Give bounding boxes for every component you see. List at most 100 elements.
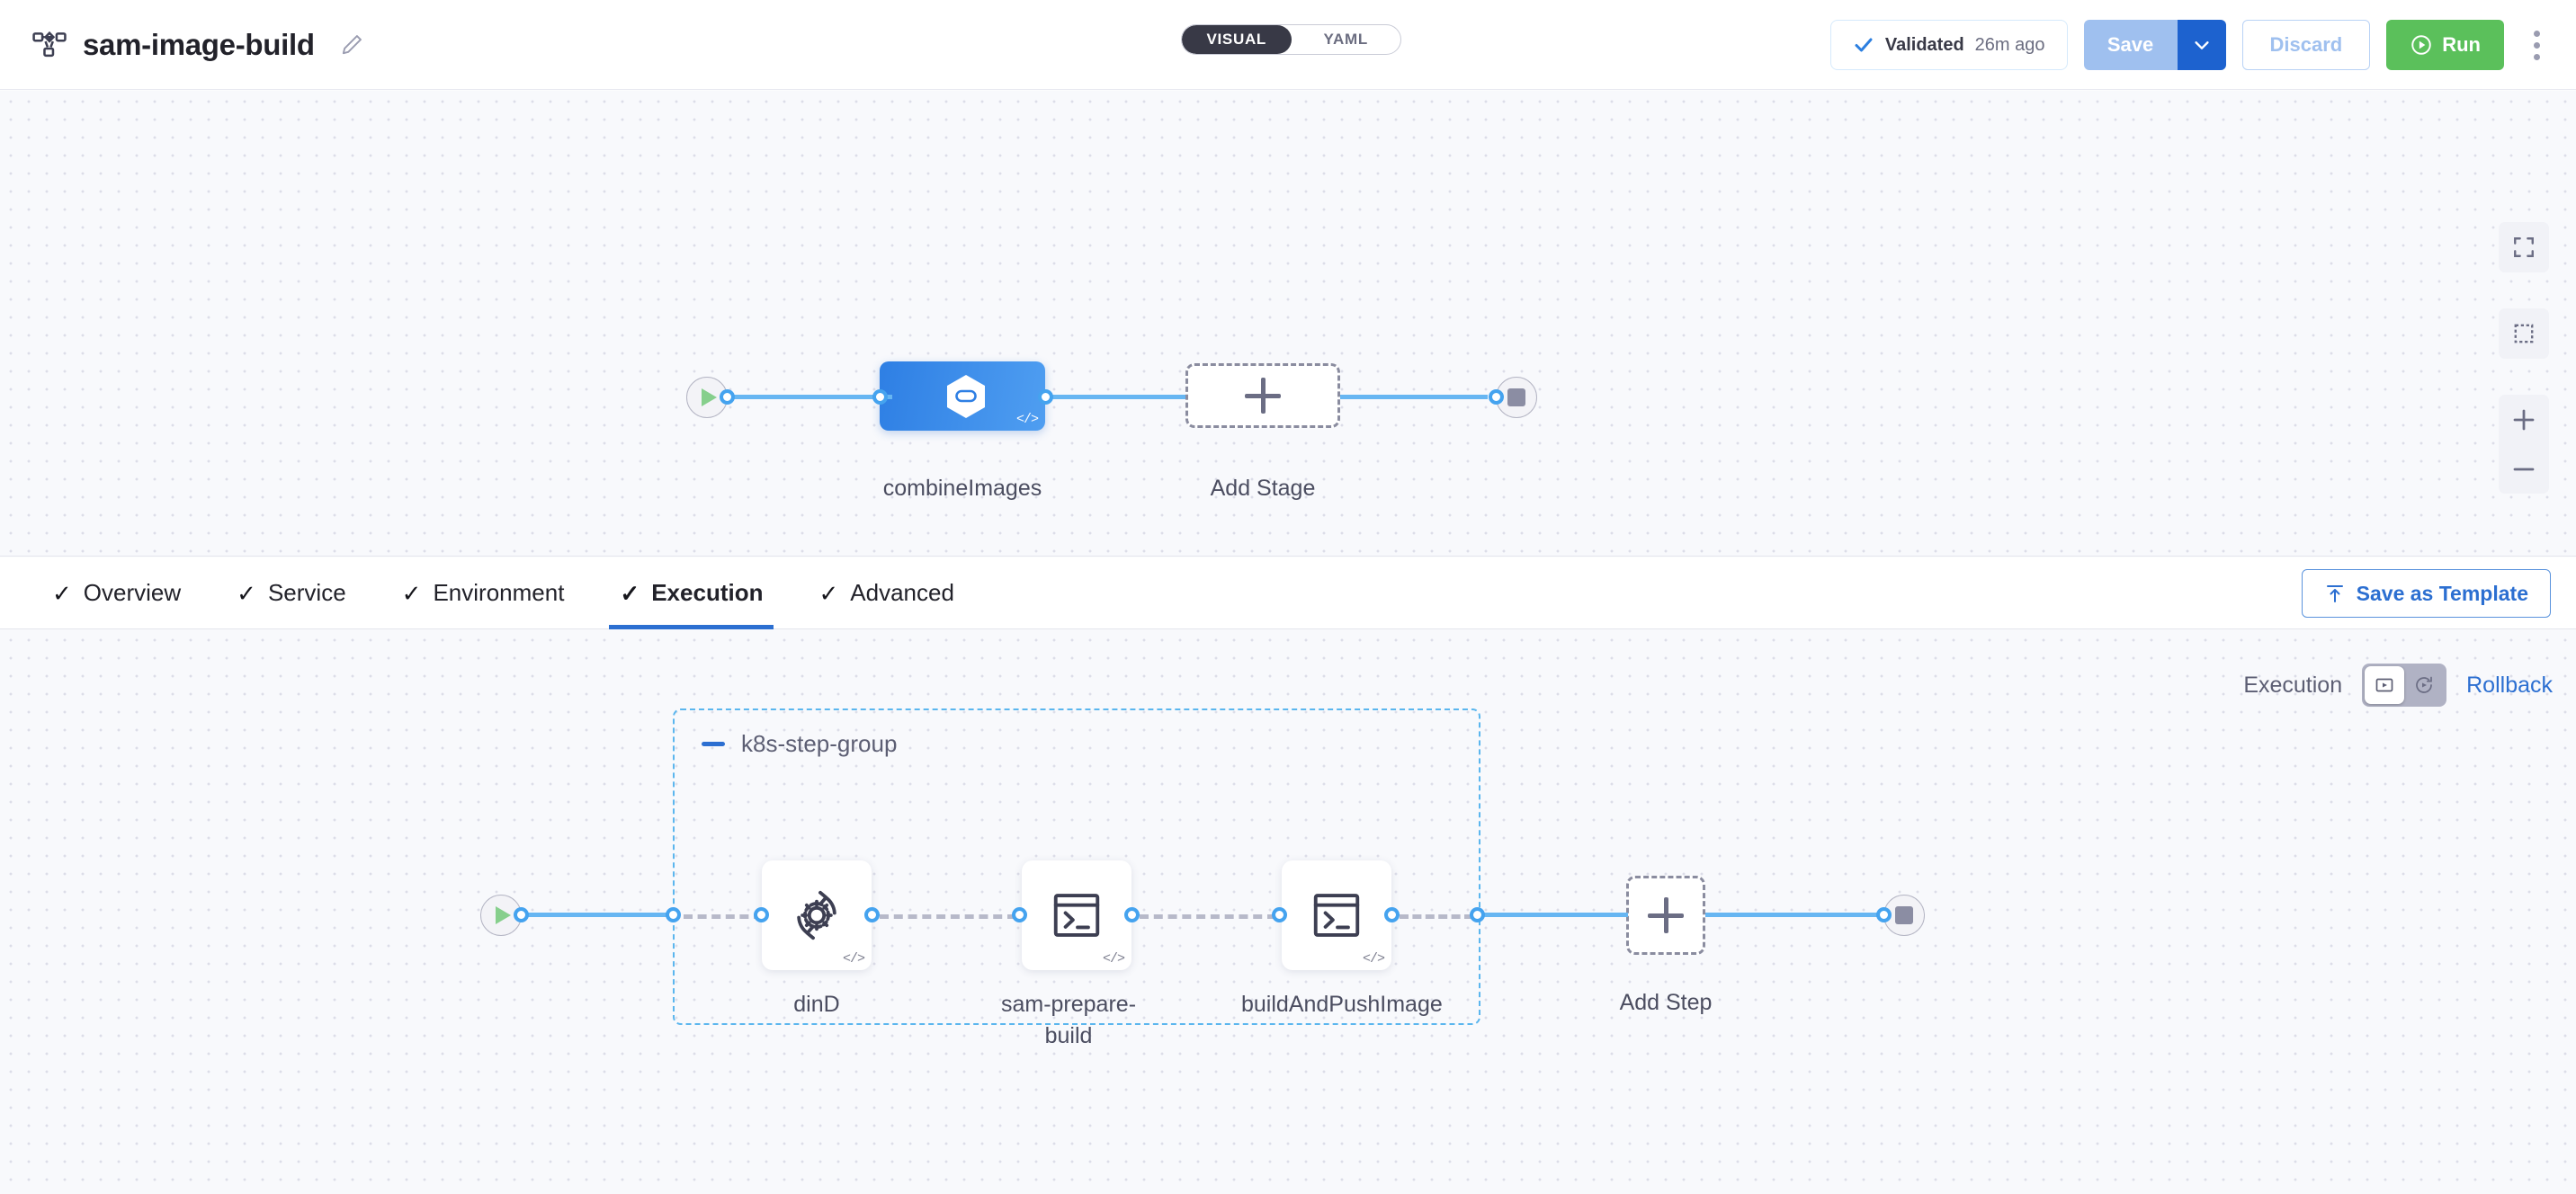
add-step-button[interactable] (1626, 876, 1705, 955)
tab-overview[interactable]: ✓ Overview (52, 557, 181, 629)
execution-rollback-toggle[interactable]: Execution Rollback (2243, 664, 2553, 707)
stage-tabbar: ✓ Overview ✓ Service ✓ Environment ✓ Exe… (0, 557, 2576, 629)
stage-canvas[interactable]: </> combineImages Add Stage (0, 91, 2576, 557)
check-icon (1853, 34, 1874, 56)
status-badge: Validated 26m ago (1829, 20, 2068, 70)
step-label-dind: dinD (793, 992, 840, 1017)
link-samprepare-to-buildandpush (1140, 914, 1276, 919)
save-split-button[interactable]: Save (2083, 20, 2226, 70)
stage-end-node[interactable] (1496, 377, 1537, 418)
gear-rotate-icon (797, 890, 836, 940)
tab-service[interactable]: ✓ Service (237, 557, 346, 629)
add-stage-label: Add Stage (1210, 476, 1316, 501)
stage-node-combineimages[interactable]: </> (880, 361, 1045, 431)
zoom-in-icon (2513, 409, 2535, 430)
step-group-label: k8s-step-group (741, 730, 898, 757)
terminal-shell-icon (1313, 894, 1360, 937)
add-stage-button[interactable] (1185, 363, 1340, 428)
execution-start-port[interactable] (514, 907, 529, 922)
dind-output-port[interactable] (864, 907, 880, 922)
group-exit-port[interactable] (1470, 907, 1485, 922)
run-button[interactable]: Run (2386, 20, 2504, 70)
app-header: sam-image-build VISUAL YAML Validated 26… (0, 0, 2576, 90)
stage-input-port[interactable] (872, 389, 888, 405)
link-group-to-addstep (1477, 913, 1628, 917)
link-dind-to-samprepare (880, 914, 1016, 919)
check-icon: ✓ (52, 579, 72, 607)
view-mode-visual[interactable]: VISUAL (1182, 25, 1292, 54)
dind-input-port[interactable] (754, 907, 769, 922)
fit-to-screen-button[interactable] (2499, 222, 2549, 272)
rollback-mode-button[interactable] (2404, 666, 2444, 704)
save-as-template-button[interactable]: Save as Template (2301, 569, 2551, 618)
run-label: Run (2442, 33, 2481, 56)
fit-to-screen-icon (2514, 237, 2534, 257)
execution-end-port[interactable] (1876, 907, 1892, 922)
stage-end-port[interactable] (1489, 389, 1504, 405)
step-label-buildandpushimage: buildAndPushImage (1241, 992, 1443, 1017)
stage-label: combineImages (882, 476, 1042, 501)
check-icon: ✓ (401, 579, 422, 607)
group-entry-port[interactable] (666, 907, 681, 922)
link-addstage-to-end (1340, 395, 1488, 399)
stage-output-port[interactable] (1038, 389, 1053, 405)
save-button[interactable]: Save (2083, 20, 2178, 70)
execution-mode-label: Execution (2243, 672, 2343, 698)
play-icon (496, 906, 511, 924)
rollback-replay-icon (2416, 676, 2432, 693)
save-dropdown-button[interactable] (2177, 20, 2226, 70)
minus-collapse-icon[interactable] (702, 742, 725, 746)
step-node-sam-prepare-build[interactable]: </> (1022, 860, 1131, 970)
samprepare-code-badge: </> (1102, 951, 1125, 967)
view-mode-yaml[interactable]: YAML (1323, 31, 1368, 48)
zoom-out-button[interactable] (2499, 444, 2549, 494)
tab-environment[interactable]: ✓ Environment (402, 557, 565, 629)
upload-template-icon (2326, 585, 2343, 602)
tab-label: Execution (651, 579, 764, 606)
step-label-sam-prepare-build: sam-prepare-build (1000, 992, 1137, 1048)
samprepare-input-port[interactable] (1012, 907, 1027, 922)
step-group-header[interactable]: k8s-step-group (702, 730, 897, 758)
mode-switch[interactable] (2362, 664, 2447, 707)
samprepare-output-port[interactable] (1124, 907, 1140, 922)
link-buildandpush-to-groupexit (1400, 914, 1473, 919)
select-area-button[interactable] (2499, 308, 2549, 359)
play-circle-icon (2411, 35, 2431, 55)
stage-start-port[interactable] (720, 389, 735, 405)
stop-icon (1507, 388, 1525, 406)
buildandpush-input-port[interactable] (1272, 907, 1287, 922)
play-icon (702, 388, 717, 406)
kebab-menu-icon[interactable] (2520, 30, 2553, 60)
zoom-out-icon (2513, 468, 2535, 470)
view-mode-toggle[interactable]: VISUAL YAML (1181, 24, 1401, 55)
execution-mode-button[interactable] (2365, 666, 2405, 704)
execution-play-box-icon (2375, 678, 2393, 692)
tab-label: Service (267, 579, 346, 606)
stage-code-badge: </> (1015, 412, 1039, 427)
rollback-link[interactable]: Rollback (2466, 672, 2553, 698)
tab-label: Overview (83, 579, 182, 606)
tab-execution[interactable]: ✓ Execution (609, 557, 774, 629)
buildandpush-code-badge: </> (1362, 951, 1385, 967)
check-icon: ✓ (818, 579, 839, 607)
buildandpush-output-port[interactable] (1384, 907, 1400, 922)
pencil-edit-icon[interactable] (331, 32, 364, 57)
tab-advanced[interactable]: ✓ Advanced (818, 557, 953, 629)
stop-icon (1895, 906, 1913, 924)
zoom-in-button[interactable] (2499, 395, 2549, 444)
header-actions: Validated 26m ago Save Discard Run (1829, 0, 2553, 90)
step-node-buildandpushimage[interactable]: </> (1282, 860, 1391, 970)
add-step-label: Add Step (1619, 990, 1713, 1015)
tab-label: Advanced (850, 579, 954, 606)
harness-cd-hexagon-icon (947, 375, 985, 418)
execution-canvas[interactable]: Execution Rollback (0, 629, 2576, 1194)
validated-time: 26m ago (1974, 34, 2045, 55)
link-groupentry-to-dind (684, 914, 763, 919)
select-area-icon (2514, 324, 2534, 343)
discard-button[interactable]: Discard (2241, 20, 2371, 70)
check-icon: ✓ (620, 579, 640, 607)
link-start-to-group (520, 913, 680, 917)
validated-label: Validated (1884, 34, 1964, 55)
tab-label: Environment (433, 579, 565, 606)
step-node-dind[interactable]: </> (762, 860, 872, 970)
